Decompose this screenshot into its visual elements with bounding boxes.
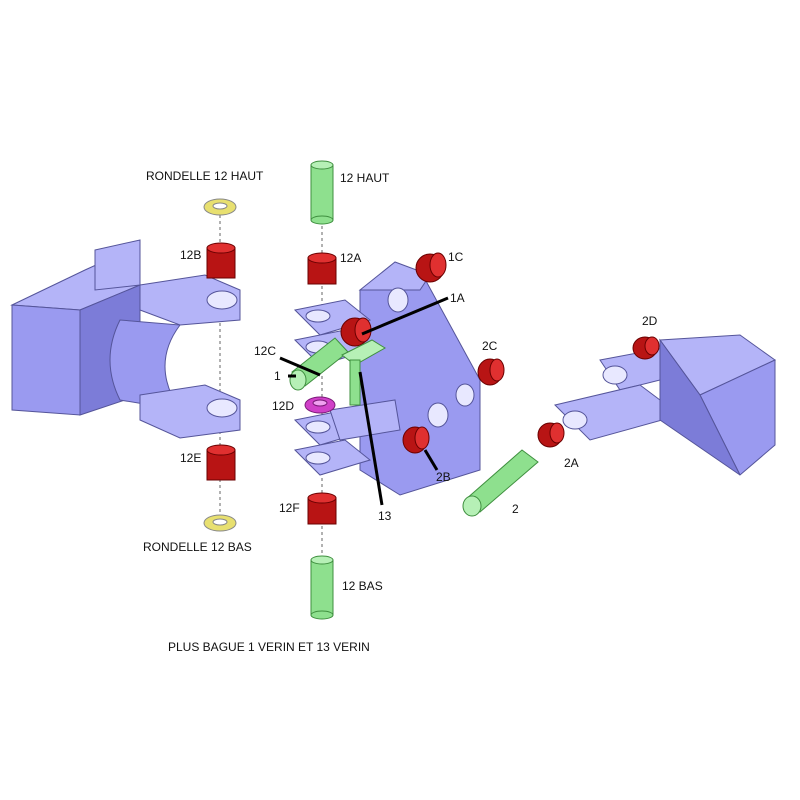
pin-12-haut [310, 160, 334, 225]
bushing-12e [206, 444, 236, 481]
label-2c: 2C [482, 339, 498, 353]
label-2b: 2B [436, 470, 451, 484]
label-12d: 12D [272, 399, 294, 413]
bushing-12f [307, 492, 337, 525]
bushing-1c [415, 252, 447, 283]
label-12b: 12B [180, 248, 201, 262]
bushing-12b [206, 242, 236, 279]
label-13: 13 [378, 509, 392, 523]
washer-rondelle-12-bas [203, 514, 237, 532]
note-text: PLUS BAGUE 1 VERIN ET 13 VERIN [168, 640, 370, 654]
leader-12c [279, 356, 321, 377]
label-1a: 1A [450, 291, 465, 305]
label-rondelle-12-bas: RONDELLE 12 BAS [143, 540, 252, 554]
label-12c: 12C [254, 344, 276, 358]
bushing-12a [307, 252, 337, 285]
label-12-bas: 12 BAS [342, 579, 383, 593]
leader-1a [361, 296, 449, 336]
label-rondelle-12-haut: RONDELLE 12 HAUT [146, 169, 264, 183]
pin-13 [341, 339, 386, 406]
label-12f: 12F [279, 501, 300, 515]
ring-12d [304, 396, 336, 414]
label-12e: 12E [180, 451, 201, 465]
label-12a: 12A [340, 251, 361, 265]
label-2a: 2A [564, 456, 579, 470]
label-12-haut: 12 HAUT [340, 171, 390, 185]
left-clevis-part [10, 239, 241, 439]
bushing-1a [340, 317, 372, 347]
label-2: 2 [512, 502, 519, 516]
bushing-2c [477, 358, 505, 386]
pin-12-bas [310, 555, 334, 620]
bushing-2b [402, 426, 430, 454]
leader-2b [423, 449, 439, 471]
right-arm-part [554, 334, 776, 476]
bushing-2a [537, 422, 565, 448]
label-1: 1 [274, 369, 281, 383]
pin-2 [462, 449, 539, 517]
bushing-2d [632, 336, 660, 360]
label-1c: 1C [448, 250, 464, 264]
leader-13 [358, 371, 384, 506]
washer-rondelle-12-haut [203, 198, 237, 216]
label-2d: 2D [642, 314, 658, 328]
